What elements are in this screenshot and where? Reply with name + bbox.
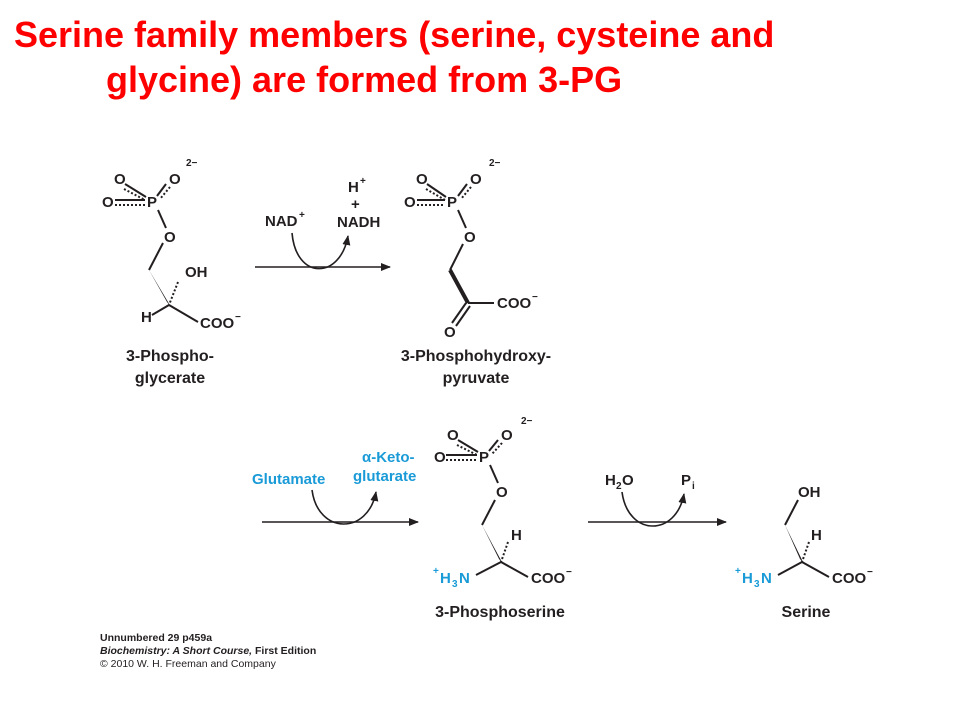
svg-text:i: i xyxy=(692,481,695,492)
amino-group: + H 3 N xyxy=(735,566,772,590)
wedge-bond xyxy=(785,525,804,564)
atom-coo: COO xyxy=(832,570,867,587)
svg-text:N: N xyxy=(761,570,772,587)
compound-name: pyruvate xyxy=(443,370,510,387)
atom-o: O xyxy=(496,484,508,501)
atom-h: H xyxy=(811,527,822,544)
plus-sign: + xyxy=(351,196,360,213)
compound-3-phosphoglycerate: 2− O O O P O OH H COO − 3-Phospho- glyce… xyxy=(102,158,241,387)
atom-o: O xyxy=(444,324,456,341)
atom-o: O xyxy=(470,171,482,188)
svg-text:H: H xyxy=(440,570,451,587)
minus-label: − xyxy=(867,567,873,578)
reagent-glutarate: glutarate xyxy=(353,468,416,485)
svg-text:2: 2 xyxy=(616,481,622,492)
compound-name: 3-Phospho- xyxy=(126,348,214,365)
svg-text:3: 3 xyxy=(754,579,760,590)
svg-text:P: P xyxy=(681,472,691,489)
atom-p: P xyxy=(147,194,157,211)
atom-p: P xyxy=(479,449,489,466)
bonds xyxy=(115,183,199,323)
plus-label: + xyxy=(360,176,366,187)
minus-label: − xyxy=(532,292,538,303)
bonds xyxy=(417,183,494,327)
svg-text:N: N xyxy=(459,570,470,587)
charge-label: 2− xyxy=(489,158,501,169)
wedge-bond xyxy=(149,270,171,307)
atom-o: O xyxy=(164,229,176,246)
svg-text:3: 3 xyxy=(452,579,458,590)
reagent-water: H 2 O xyxy=(605,472,634,492)
atom-o: O xyxy=(501,427,513,444)
svg-text:+: + xyxy=(433,566,439,577)
atom-oh: OH xyxy=(185,264,208,281)
compound-3-phosphoserine: 2− O O O P O H COO − + H 3 N 3-Phospho xyxy=(433,416,572,621)
compound-3-phosphohydroxypyruvate: 2− O O O P O COO − O 3-Phosphohydroxy- p… xyxy=(401,158,551,387)
reagent-nadh: NADH xyxy=(337,214,380,231)
compound-serine: OH H COO − + H 3 N Serine xyxy=(735,484,873,621)
atom-o: O xyxy=(447,427,459,444)
wedge-bond xyxy=(482,525,503,564)
compound-name: glycerate xyxy=(135,370,205,387)
reagent-nad: NAD xyxy=(265,213,298,230)
atom-o: O xyxy=(169,171,181,188)
svg-text:O: O xyxy=(622,472,634,489)
figure-caption: Unnumbered 29 p459a Biochemistry: A Shor… xyxy=(100,632,316,671)
compound-name: Serine xyxy=(782,604,831,621)
atom-o: O xyxy=(102,194,114,211)
reagent-alpha-keto: α-Keto- xyxy=(362,449,415,466)
reaction-arrow-2: Glutamate α-Keto- glutarate xyxy=(252,449,419,526)
atom-coo: COO xyxy=(531,570,566,587)
svg-text:+: + xyxy=(735,566,741,577)
slide-title-line-2: glycine) are formed from 3-PG xyxy=(106,59,623,100)
reagent-pi: P i xyxy=(681,472,695,492)
amino-group: + H 3 N xyxy=(433,566,470,590)
charge-label: 2− xyxy=(521,416,533,427)
atom-o: O xyxy=(464,229,476,246)
compound-name: 3-Phosphoserine xyxy=(435,604,565,621)
svg-text:H: H xyxy=(742,570,753,587)
reaction-arrow-1: NAD + H + + NADH xyxy=(255,176,391,271)
reagent-glutamate: Glutamate xyxy=(252,471,325,488)
compound-name: 3-Phosphohydroxy- xyxy=(401,348,551,365)
reaction-arrow-3: H 2 O P i xyxy=(588,472,727,527)
plus-label: + xyxy=(299,210,305,221)
svg-text:H: H xyxy=(605,472,616,489)
caption-copyright: © 2010 W. H. Freeman and Company xyxy=(100,658,276,670)
atom-o: O xyxy=(404,194,416,211)
bonds xyxy=(446,439,529,578)
atom-o: O xyxy=(416,171,428,188)
atom-h: H xyxy=(141,309,152,326)
minus-label: − xyxy=(235,312,241,323)
caption-figure-id: Unnumbered 29 p459a xyxy=(100,632,213,644)
bonds xyxy=(777,499,830,578)
atom-oh: OH xyxy=(798,484,821,501)
slide-title-line-1: Serine family members (serine, cysteine … xyxy=(14,14,775,55)
minus-label: − xyxy=(566,567,572,578)
atom-coo: COO xyxy=(497,295,532,312)
atom-o: O xyxy=(114,171,126,188)
atom-coo: COO xyxy=(200,315,235,332)
atom-p: P xyxy=(447,194,457,211)
atom-h: H xyxy=(511,527,522,544)
slide-title: Serine family members (serine, cysteine … xyxy=(0,12,960,102)
reagent-h: H xyxy=(348,179,359,196)
caption-source: Biochemistry: A Short Course, First Edit… xyxy=(100,645,317,657)
charge-label: 2− xyxy=(186,158,198,169)
atom-o: O xyxy=(434,449,446,466)
